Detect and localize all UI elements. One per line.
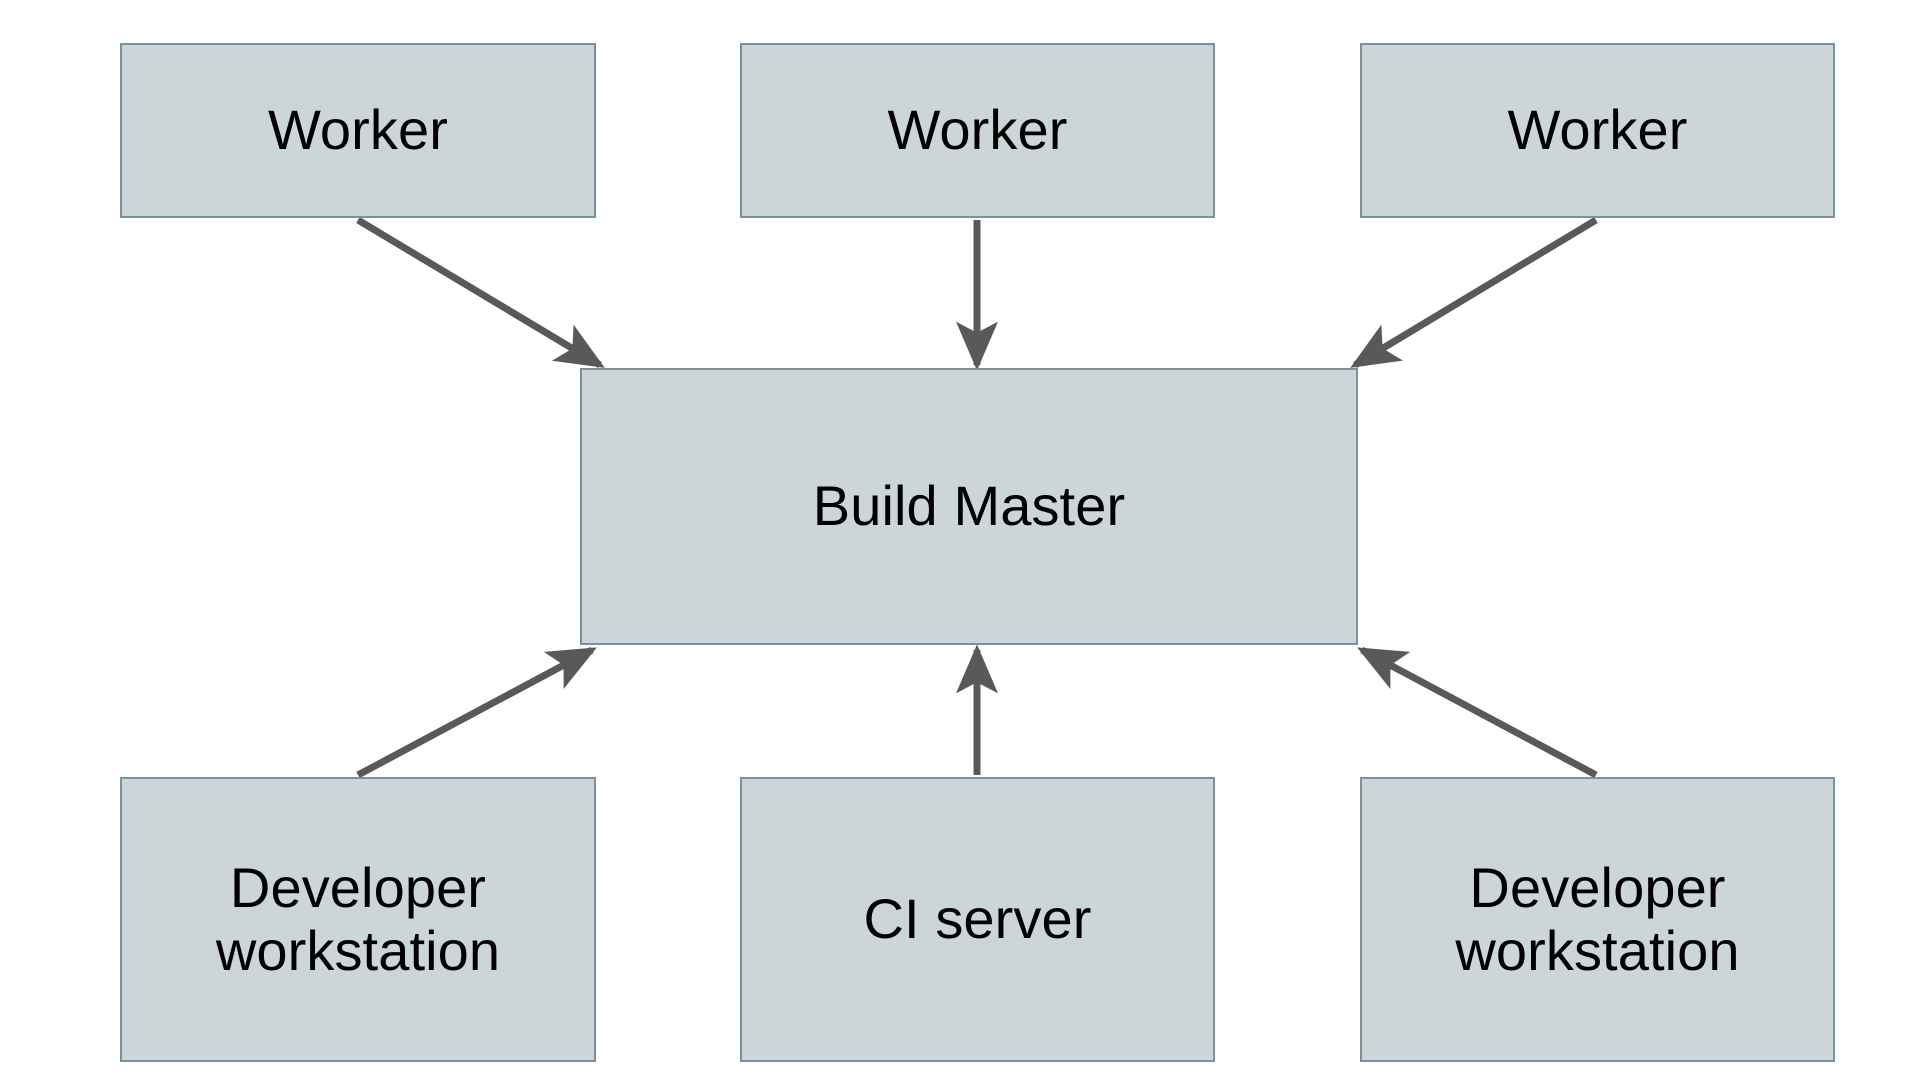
node-build-master[interactable]: Build Master [580,368,1358,645]
node-label: Worker [887,98,1068,162]
node-ci-server[interactable]: CI server [740,777,1215,1062]
node-label: Developer workstation [215,855,501,982]
node-dev-ws-left[interactable]: Developer workstation [120,777,596,1062]
edge-devright-to-master [1357,646,1598,779]
node-label: Worker [1507,98,1688,162]
edge-devleft-to-master [356,646,597,779]
node-worker-2[interactable]: Worker [740,43,1215,218]
edge-worker3-to-master [1350,217,1598,368]
node-label: CI server [863,887,1092,951]
node-worker-1[interactable]: Worker [120,43,596,218]
node-label: Developer workstation [1455,855,1740,982]
node-dev-ws-right[interactable]: Developer workstation [1360,777,1835,1062]
edge-worker1-to-master [356,216,605,369]
node-worker-3[interactable]: Worker [1360,43,1835,218]
node-label: Worker [267,98,449,162]
node-label: Build Master [812,474,1126,538]
